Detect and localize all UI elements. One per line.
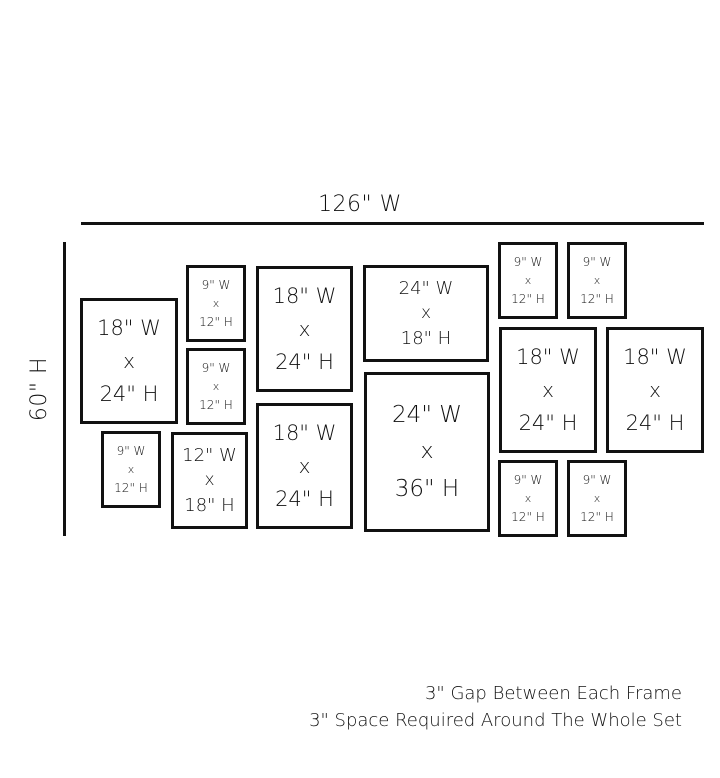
frame-9x12-top-column2: 9" W x 12" H	[186, 265, 246, 342]
frame-height-label: 12" H	[199, 398, 233, 412]
frame-12x18: 12" W x 18" H	[171, 432, 248, 529]
frame-width-label: 9" W	[513, 255, 543, 269]
frame-height-label: 12" H	[511, 292, 545, 306]
total-width-line	[81, 222, 704, 225]
frame-width-label: 18" W	[272, 283, 337, 308]
frame-height-label: 36" H	[394, 475, 460, 502]
frame-width-label: 18" W	[272, 420, 337, 445]
frame-times-symbol: x	[542, 378, 554, 402]
frame-9x12-bottom-left: 9" W x 12" H	[101, 431, 161, 508]
frame-times-symbol: x	[593, 492, 601, 505]
frame-height-label: 12" H	[114, 481, 148, 495]
frame-9x12-bottom-right-b: 9" W x 12" H	[567, 460, 627, 537]
frame-height-label: 24" H	[275, 349, 334, 374]
frame-height-label: 12" H	[580, 510, 614, 524]
frame-height-label: 12" H	[199, 315, 233, 329]
frame-times-symbol: x	[649, 378, 661, 402]
frame-18x24-right-a: 18" W x 24" H	[499, 327, 597, 453]
space-note: 3" Space Required Around The Whole Set	[309, 710, 682, 731]
frame-width-label: 9" W	[582, 473, 612, 487]
frame-height-label: 12" H	[511, 510, 545, 524]
frame-height-label: 24" H	[625, 410, 685, 435]
installation-notes: 3" Gap Between Each Frame 3" Space Requi…	[309, 680, 682, 734]
frame-18x24-column3-bottom: 18" W x 24" H	[256, 403, 353, 529]
frame-width-label: 9" W	[201, 361, 231, 375]
frame-width-label: 18" W	[623, 344, 687, 369]
frame-width-label: 9" W	[116, 444, 146, 458]
frame-times-symbol: x	[420, 439, 434, 464]
frame-times-symbol: x	[212, 380, 220, 393]
frame-height-label: 18" H	[400, 327, 452, 349]
frame-width-label: 18" W	[516, 344, 580, 369]
frame-times-symbol: x	[204, 470, 215, 490]
frame-times-symbol: x	[593, 274, 601, 287]
frame-width-label: 24" W	[392, 401, 462, 428]
frame-height-label: 24" H	[99, 381, 159, 406]
total-height-label: 60" H	[27, 356, 52, 422]
frame-height-label: 24" H	[518, 410, 578, 435]
frame-times-symbol: x	[298, 454, 311, 478]
frame-times-symbol: x	[524, 274, 532, 287]
total-height-line	[63, 242, 66, 536]
frame-24x36: 24" W x 36" H	[364, 372, 490, 532]
frame-width-label: 18" W	[97, 315, 161, 340]
frame-18x24-right-b: 18" W x 24" H	[606, 327, 704, 453]
frame-9x12-middle-column2: 9" W x 12" H	[186, 348, 246, 425]
frame-18x24-left: 18" W x 24" H	[80, 298, 178, 424]
frame-height-label: 12" H	[580, 292, 614, 306]
frame-height-label: 24" H	[275, 486, 334, 511]
frame-width-label: 9" W	[513, 473, 543, 487]
frame-times-symbol: x	[123, 349, 135, 373]
frame-times-symbol: x	[298, 317, 311, 341]
frame-times-symbol: x	[127, 463, 135, 476]
gap-note: 3" Gap Between Each Frame	[424, 683, 682, 704]
frame-width-label: 12" W	[182, 444, 237, 466]
frame-width-label: 9" W	[201, 278, 231, 292]
frame-times-symbol: x	[420, 303, 432, 323]
frame-9x12-bottom-right-a: 9" W x 12" H	[498, 460, 558, 537]
total-width-label: 126" W	[318, 192, 402, 217]
frame-9x12-top-right-a: 9" W x 12" H	[498, 242, 558, 319]
frame-24x18: 24" W x 18" H	[363, 265, 489, 362]
frame-times-symbol: x	[524, 492, 532, 505]
frame-width-label: 9" W	[582, 255, 612, 269]
frame-width-label: 24" W	[398, 277, 454, 299]
frame-9x12-top-right-b: 9" W x 12" H	[567, 242, 627, 319]
frame-height-label: 18" H	[184, 494, 235, 516]
frame-times-symbol: x	[212, 297, 220, 310]
frame-18x24-column3-top: 18" W x 24" H	[256, 266, 353, 392]
